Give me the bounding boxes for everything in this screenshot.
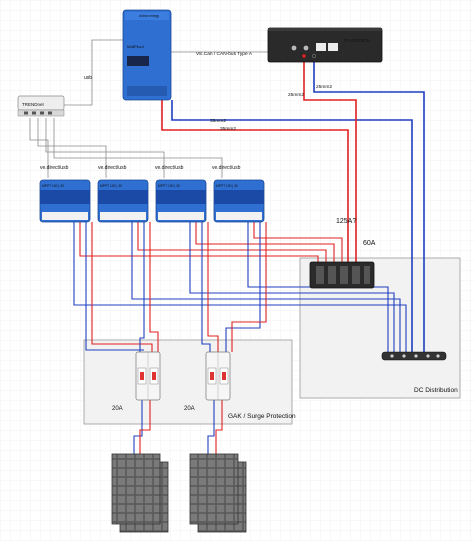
inverter-brand: victron energy (139, 14, 159, 18)
cable-35-label-a: 35mm2 (210, 118, 226, 124)
battery-brand: PYLONTECH (344, 38, 370, 43)
breaker-2 (205, 351, 231, 401)
breaker-1 (135, 351, 161, 401)
mppt-controller-3: MPPT 100 | 30 (155, 179, 207, 223)
vedirect-label-4: ve.direct/usb (212, 165, 241, 171)
solar-array-2 (189, 453, 247, 533)
inverter-model: MultiPlus-II (127, 45, 144, 49)
fuse-block (309, 261, 375, 289)
mppt-controller-4: MPPT 100 | 30 (213, 179, 265, 223)
mppt-label-4: MPPT 100 | 30 (216, 184, 238, 188)
vedirect-label-3: ve.direct/usb (155, 165, 184, 171)
pv-input-cables (85, 222, 267, 352)
mppt-label-3: MPPT 100 | 30 (158, 184, 180, 188)
mppt-controller-2: MPPT 100 | 30 (97, 179, 149, 223)
breaker-2-rating: 20A (184, 406, 195, 412)
fuse-125-label: 125A? (336, 218, 356, 225)
data-cables (29, 39, 268, 178)
gak-zone (83, 339, 293, 425)
cable-25-label-a: 25mm2 (288, 92, 304, 98)
gak-label: GAK / Surge Protection (228, 413, 296, 420)
mppt-label-1: MPPT 100 | 30 (42, 184, 64, 188)
usb-label: usb (84, 75, 92, 81)
vedirect-label-1: ve.direct/usb (40, 165, 69, 171)
pylontech-battery: PYLONTECH (267, 27, 383, 63)
router-brand: TRENDnet (22, 102, 45, 107)
victron-inverter: victron energy MultiPlus-II (122, 9, 172, 101)
negative-busbar (381, 351, 447, 361)
trendnet-router: TRENDnet (17, 95, 65, 117)
mppt-controller-1: MPPT 100 | 30 (39, 179, 91, 223)
cable-35-label-b: 35mm2 (220, 126, 236, 132)
dc-distribution-label: DC Distribution (414, 387, 458, 394)
can-bus-label: VE.Can / CAN-bus Type A (196, 51, 253, 57)
cable-25-label-b: 25mm2 (316, 84, 332, 90)
breaker-1-rating: 20A (112, 406, 123, 412)
panel-cables (133, 400, 223, 458)
fuse-60-label: 60A (363, 240, 376, 247)
main-power-cables (161, 62, 425, 354)
vedirect-label-2: ve.direct/usb (98, 165, 127, 171)
mppt-label-2: MPPT 100 | 30 (100, 184, 122, 188)
solar-array-1 (111, 453, 169, 533)
